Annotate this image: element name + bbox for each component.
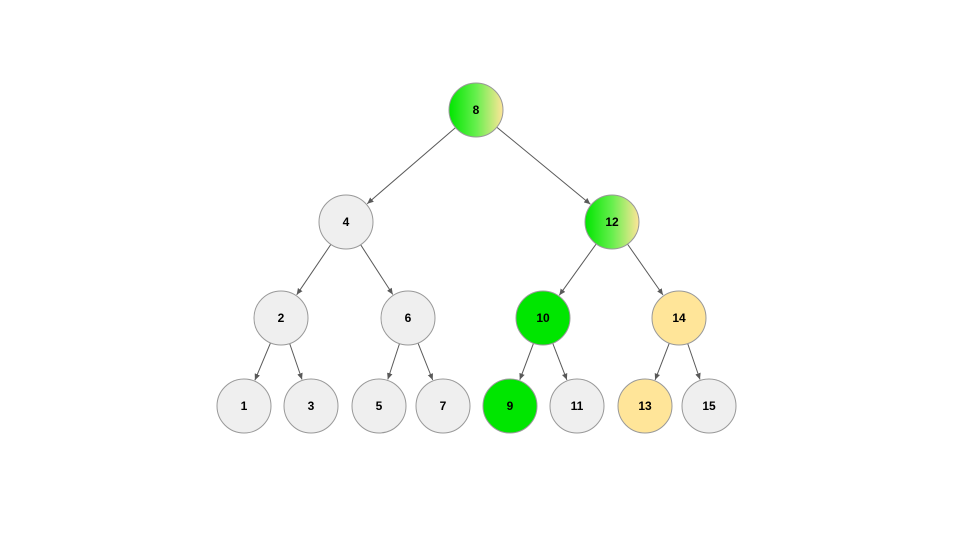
- node-circle: [283, 378, 339, 434]
- node-label: 5: [376, 399, 383, 413]
- tree-node-9: 9: [482, 378, 538, 434]
- edge-6-to-5: [387, 343, 400, 380]
- edge-14-to-13: [654, 343, 670, 381]
- tree-node-2: 2: [253, 290, 309, 346]
- edge-4-to-6: [360, 244, 394, 295]
- node-circle: [515, 290, 571, 346]
- node-label: 8: [473, 103, 480, 117]
- edge-4-to-2: [296, 244, 332, 296]
- node-circle: [253, 290, 309, 346]
- node-circle: [482, 378, 538, 434]
- edge-2-to-3: [289, 343, 303, 380]
- node-label: 4: [343, 215, 350, 229]
- node-label: 2: [278, 311, 285, 325]
- node-label: 9: [507, 399, 514, 413]
- tree-node-15: 15: [681, 378, 737, 434]
- node-circle: [617, 378, 673, 434]
- node-circle: [380, 290, 436, 346]
- edge-12-to-10: [558, 243, 597, 296]
- tree-node-8: 8: [448, 82, 504, 138]
- node-label: 1: [241, 399, 248, 413]
- tree-node-11: 11: [549, 378, 605, 434]
- node-label: 14: [672, 311, 686, 325]
- node-circle: [651, 290, 707, 346]
- edge-8-to-12: [496, 126, 591, 205]
- tree-node-4: 4: [318, 194, 374, 250]
- node-label: 7: [440, 399, 447, 413]
- tree-node-10: 10: [515, 290, 571, 346]
- tree-node-14: 14: [651, 290, 707, 346]
- tree-node-5: 5: [351, 378, 407, 434]
- node-label: 10: [536, 311, 550, 325]
- tree-node-7: 7: [415, 378, 471, 434]
- node-circle: [584, 194, 640, 250]
- edge-14-to-15: [687, 343, 701, 380]
- tree-node-3: 3: [283, 378, 339, 434]
- edge-12-to-14: [627, 243, 664, 296]
- node-label: 6: [405, 311, 412, 325]
- node-label: 12: [605, 215, 619, 229]
- edge-2-to-1: [254, 342, 271, 381]
- node-circle: [415, 378, 471, 434]
- node-circle: [318, 194, 374, 250]
- tree-node-13: 13: [617, 378, 673, 434]
- node-circle: [549, 378, 605, 434]
- node-circle: [351, 378, 407, 434]
- edge-10-to-11: [552, 343, 568, 381]
- node-label: 13: [638, 399, 652, 413]
- node-circle: [448, 82, 504, 138]
- node-circle: [216, 378, 272, 434]
- node-label: 11: [571, 399, 584, 413]
- node-label: 3: [308, 399, 315, 413]
- tree-node-6: 6: [380, 290, 436, 346]
- edge-6-to-7: [417, 342, 434, 381]
- tree-edges: [254, 126, 701, 381]
- tree-node-1: 1: [216, 378, 272, 434]
- node-label: 15: [702, 399, 716, 413]
- node-circle: [681, 378, 737, 434]
- edge-10-to-9: [519, 343, 534, 380]
- tree-node-12: 12: [584, 194, 640, 250]
- edge-8-to-4: [366, 127, 456, 205]
